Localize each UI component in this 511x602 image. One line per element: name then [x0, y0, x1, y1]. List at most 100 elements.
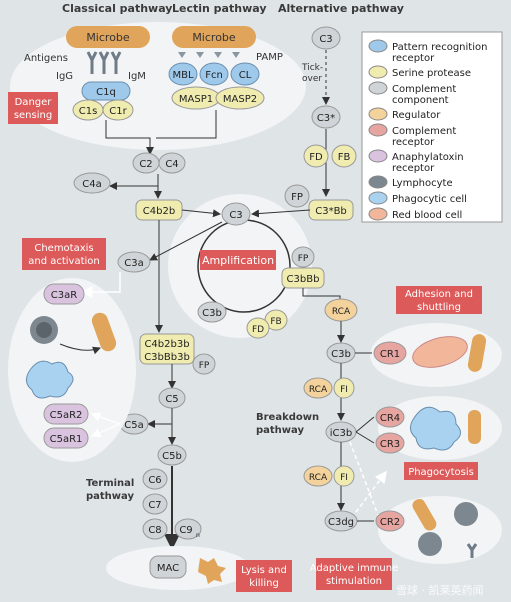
classical-pathway-title: Classical pathway — [62, 2, 172, 15]
rca2-label: RCA — [309, 385, 328, 395]
main-c3-label: C3 — [229, 210, 242, 221]
alt-fd-label: FD — [309, 152, 323, 163]
adhesion-box — [396, 286, 482, 314]
igm-label: IgM — [128, 71, 146, 82]
danger-line2: sensing — [14, 110, 52, 121]
adhesion-line2: shuttling — [417, 302, 461, 313]
c1s-label: C1s — [79, 106, 98, 117]
antibody-output-icon — [466, 543, 478, 558]
legend-swatch — [368, 107, 388, 121]
phagocyte-icon — [26, 360, 74, 399]
amp-fd-label: FD — [252, 325, 264, 335]
adaptive-line2: stimulation — [326, 576, 382, 587]
adaptive-line1: Adaptive immune — [310, 563, 399, 574]
rca3-label: RCA — [309, 473, 328, 483]
igg-label: IgG — [56, 71, 73, 82]
tickover-line2: over — [302, 74, 322, 84]
legend-swatch — [368, 175, 388, 189]
alt-fp-label: FP — [291, 192, 303, 203]
c5b-label: C5b — [162, 451, 182, 462]
c5ar2-label: C5aR2 — [50, 410, 83, 421]
c5a-label: C5a — [124, 420, 143, 431]
legend-label: Complement — [392, 84, 456, 95]
legend-swatch — [368, 191, 388, 205]
adaptive-microbe-icon — [412, 498, 437, 531]
legend-label: Complement — [392, 126, 456, 137]
c1q-label: C1q — [96, 87, 116, 98]
c3a-label: C3a — [124, 258, 143, 269]
rca1-label: RCA — [332, 307, 351, 317]
legend-label: Pattern recognition — [392, 42, 487, 53]
c3starbb-label: C3*Bb — [315, 206, 347, 217]
mbl-label: MBL — [172, 70, 193, 81]
antigens-label: Antigens — [24, 53, 68, 64]
masp2-label: MASP2 — [223, 94, 257, 105]
chemotaxis-line2: and activation — [28, 256, 100, 267]
bd-c3b-label: C3b — [331, 349, 351, 360]
c5ar1-label: C5aR1 — [50, 434, 83, 445]
legend-swatch — [368, 65, 388, 79]
legend-label-line2: receptor — [392, 53, 435, 64]
c4b2b-label: C4b2b — [143, 206, 175, 217]
legend-label: Red blood cell — [392, 210, 462, 221]
classical-microbe — [66, 26, 150, 48]
lysis-line1: Lysis and — [241, 565, 287, 576]
c2-label: C2 — [139, 159, 152, 170]
amp-c3b-label: C3b — [202, 308, 222, 319]
c5-convertase-line2: C3bBb3b — [144, 352, 190, 363]
legend-label: Anaphylatoxin — [392, 152, 464, 163]
lysed-microbe-icon — [198, 558, 226, 584]
c8-label: C8 — [148, 525, 161, 536]
terminal-line1: Terminal — [86, 478, 134, 489]
legend-swatch — [368, 39, 388, 53]
amp-fp-label: FP — [298, 254, 309, 264]
ic3b-label: iC3b — [330, 428, 352, 439]
legend-label-line2: component — [392, 95, 449, 106]
fi2-label: FI — [340, 473, 348, 483]
chemotaxis-microbe-icon — [91, 312, 117, 352]
c3dg-label: C3dg — [328, 517, 354, 528]
c5conv-fp-label: FP — [199, 361, 210, 371]
lectin-pathway-title: Lectin pathway — [172, 2, 266, 15]
lectin-microbe — [172, 26, 256, 48]
c3ar-label: C3aR — [51, 290, 77, 301]
lysis-line2: killing — [249, 578, 279, 589]
breakdown-line2: pathway — [256, 425, 304, 436]
legend-swatch — [368, 123, 388, 137]
pamp-label: PAMP — [256, 52, 283, 63]
legend-label-line2: receptor — [392, 163, 435, 174]
adaptive-lymphocyte-icon-1 — [454, 502, 478, 526]
c4a-label: C4a — [82, 179, 101, 190]
c9-label: C9 — [179, 525, 192, 536]
phagocytosis-label: Phagocytosis — [408, 467, 474, 478]
danger-sensing-box — [8, 92, 58, 124]
adaptive-lymphocyte-icon-2 — [418, 532, 442, 556]
cr4-label: CR4 — [380, 413, 400, 424]
c3star-label: C3* — [317, 113, 335, 124]
legend-swatch — [368, 149, 388, 163]
legend-label: Regulator — [392, 110, 441, 121]
masp1-label: MASP1 — [179, 94, 213, 105]
cr1-label: CR1 — [380, 349, 400, 360]
terminal-line2: pathway — [86, 491, 134, 502]
red-blood-cell-icon — [412, 336, 468, 368]
c6-label: C6 — [148, 475, 161, 486]
alt-c3-label: C3 — [319, 34, 332, 45]
tickover-line1: Tick- — [301, 63, 323, 73]
danger-line1: Danger — [15, 97, 53, 108]
phagocytosis-microbe-icon — [468, 410, 481, 444]
antibody-icons — [86, 51, 122, 74]
c5-convertase-line1: C4b2b3b — [144, 339, 189, 350]
chemotaxis-box — [22, 238, 106, 270]
pamp-icons — [178, 52, 240, 58]
breakdown-line1: Breakdown — [256, 412, 319, 423]
lysis-box — [236, 560, 292, 592]
c4-label: C4 — [165, 159, 178, 170]
amplification-label: Amplification — [202, 254, 274, 267]
watermark-text: 雪球 · 凯莱英药闻 — [396, 583, 484, 597]
adaptive-box — [316, 558, 392, 590]
c7-label: C7 — [148, 500, 161, 511]
chemotaxis-line1: Chemotaxis — [34, 243, 93, 254]
